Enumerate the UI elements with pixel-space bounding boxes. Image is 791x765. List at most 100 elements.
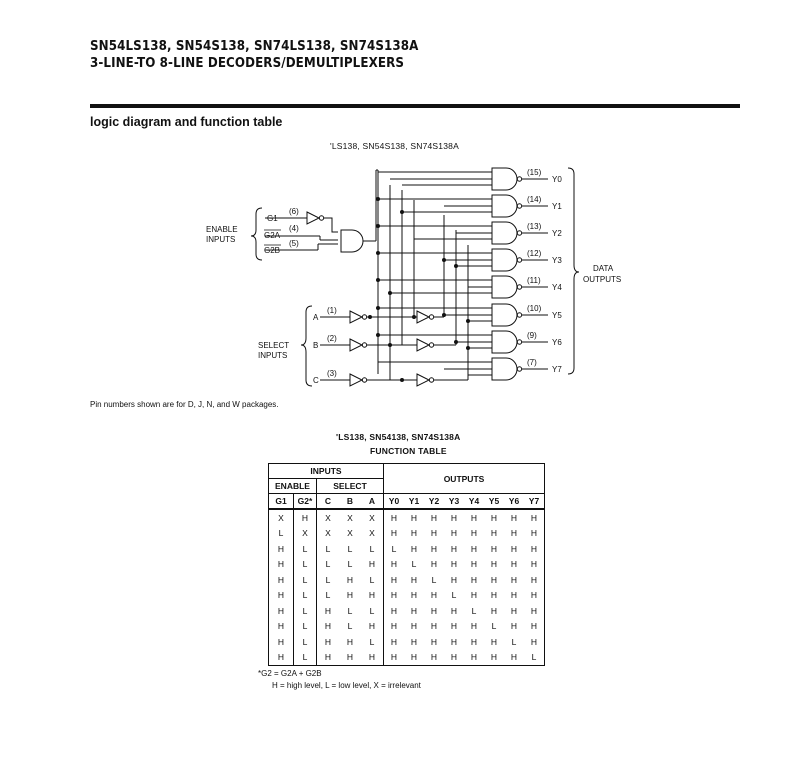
data-label-1: DATA: [593, 264, 614, 273]
table-cell: H: [390, 636, 398, 647]
table-cell: H: [346, 590, 354, 601]
output-y2: Y2: [552, 229, 562, 238]
table-cell: H: [293, 509, 317, 526]
table-cell: H: [524, 603, 545, 619]
pin-num-y2: (13): [527, 222, 542, 231]
table-cell: H: [470, 590, 478, 601]
column-header: Y5: [484, 493, 504, 510]
table-cell: H: [410, 512, 418, 523]
table-cell: H: [510, 574, 518, 585]
table-cell: H: [510, 559, 518, 570]
output-y4: Y4: [552, 283, 562, 292]
pin-num-y4: (11): [527, 276, 541, 285]
table-cell: H: [490, 590, 498, 601]
table-cell: H: [524, 572, 545, 588]
table-cell: H: [524, 587, 545, 603]
pin-name-b: B: [313, 341, 318, 350]
output-y0: Y0: [552, 175, 562, 184]
pin-num-y7: (7): [527, 358, 537, 367]
table-cell: H: [268, 541, 294, 557]
pin-num-y6: (9): [527, 331, 537, 340]
table-cell: L: [325, 590, 331, 601]
header-enable: ENABLE: [268, 478, 317, 494]
column-header: Y1: [404, 493, 424, 510]
header-inputs: INPUTS: [268, 463, 384, 479]
section-title: logic diagram and function table: [90, 115, 283, 129]
pin-num-b: (2): [327, 334, 337, 343]
table-cell: H: [490, 543, 498, 554]
output-y1: Y1: [552, 202, 562, 211]
table-cell: H: [268, 618, 294, 634]
table-cell: H: [470, 512, 478, 523]
table-cell: L: [293, 587, 317, 603]
table-cell: L: [361, 634, 384, 650]
table-cell: H: [490, 605, 498, 616]
table-cell: H: [268, 587, 294, 603]
table-cell: L: [361, 572, 384, 588]
column-header: Y7: [524, 493, 545, 510]
pin-num-g1: (6): [289, 207, 299, 216]
table-subcaption: FUNCTION TABLE: [370, 446, 447, 456]
data-label-2: OUTPUTS: [583, 275, 621, 284]
table-cell: H: [383, 649, 404, 666]
table-cell: H: [390, 574, 398, 585]
table-cell: H: [470, 559, 478, 570]
table-cell: H: [324, 636, 332, 647]
table-cell: L: [361, 603, 384, 619]
table-cell: H: [339, 649, 361, 666]
table-cell: H: [510, 543, 518, 554]
table-cell: H: [450, 543, 458, 554]
table-cell: H: [510, 590, 518, 601]
column-header: Y2: [424, 493, 444, 510]
table-cell: L: [347, 605, 353, 616]
table-cell: X: [268, 509, 294, 526]
select-label-1: SELECT: [258, 341, 289, 350]
column-header: G2*: [293, 493, 317, 510]
table-cell: H: [268, 649, 294, 666]
table-cell: H: [430, 636, 438, 647]
table-cell: X: [361, 509, 384, 526]
column-header: G1: [268, 493, 294, 510]
table-cell: H: [510, 528, 518, 539]
table-cell: H: [430, 605, 438, 616]
pin-name-a: A: [313, 313, 319, 322]
table-cell: H: [470, 528, 478, 539]
pin-num-g2b: (5): [289, 239, 299, 248]
table-cell: L: [411, 559, 417, 570]
table-cell: H: [524, 618, 545, 634]
table-cell: H: [430, 543, 438, 554]
table-cell: X: [347, 512, 353, 523]
table-cell: H: [504, 649, 524, 666]
table-cell: H: [390, 621, 398, 632]
table-cell: H: [410, 590, 418, 601]
output-y3: Y3: [552, 256, 562, 265]
table-cell: L: [293, 603, 317, 619]
table-cell: L: [361, 541, 384, 557]
table-cell: H: [524, 525, 545, 541]
table-caption: 'LS138, SN54138, SN74S138A: [336, 432, 461, 442]
table-cell: H: [390, 605, 398, 616]
document-title-line2: 3-LINE-TO 8-LINE DECODERS/DEMULTIPLEXERS: [90, 55, 405, 71]
table-cell: H: [470, 574, 478, 585]
output-y5: Y5: [552, 311, 562, 320]
table-cell: H: [361, 556, 384, 572]
footnote-g2: *G2 = G2A + G2B: [258, 669, 322, 678]
pin-name-g1: G1: [267, 214, 278, 223]
column-header: B: [339, 493, 361, 510]
pin-num-a: (1): [327, 306, 337, 315]
table-cell: H: [470, 543, 478, 554]
table-cell: H: [390, 559, 398, 570]
table-cell: L: [293, 618, 317, 634]
table-cell: H: [390, 590, 398, 601]
table-cell: H: [361, 649, 384, 666]
table-cell: H: [430, 590, 438, 601]
header-rule: [90, 104, 740, 108]
pin-num-y0: (15): [527, 168, 542, 177]
